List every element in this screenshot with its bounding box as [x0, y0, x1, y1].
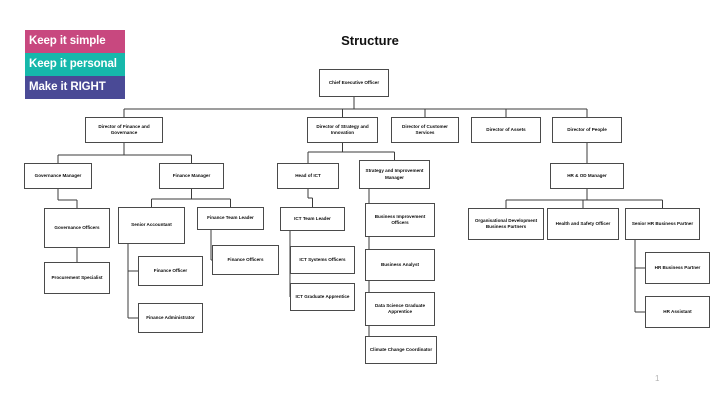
org-node-label: Finance Officers: [227, 256, 264, 262]
org-node-ceo[interactable]: Chief Executive Officer: [319, 69, 389, 97]
org-node-gov_off[interactable]: Governance Officers: [44, 208, 110, 248]
org-node-dir_asset[interactable]: Director of Assets: [471, 117, 541, 143]
org-node-label: Health and Safety Officer: [555, 220, 611, 226]
org-node-label: Governance Manager: [34, 172, 82, 178]
org-node-label: HR Business Partner: [654, 264, 701, 270]
org-node-fin_tl[interactable]: Finance Team Leader: [197, 207, 264, 230]
org-node-ds_grad[interactable]: Data Science Graduate Apprentice: [365, 292, 435, 326]
org-node-dir_people[interactable]: Director of People: [552, 117, 622, 143]
org-node-label: Organisational Development Business Part…: [474, 217, 538, 229]
org-node-label: Director of Finance and Governance: [98, 123, 150, 135]
org-node-climate[interactable]: Climate Change Coordinator: [365, 336, 437, 364]
org-node-label: Governance Officers: [54, 224, 100, 230]
org-node-fin_admin[interactable]: Finance Administrator: [138, 303, 203, 333]
org-node-hr_bp[interactable]: HR Business Partner: [645, 252, 710, 284]
org-node-label: Director of Assets: [486, 126, 526, 132]
org-node-label: Head of ICT: [295, 172, 321, 178]
org-node-ict_grad[interactable]: ICT Graduate Apprentice: [290, 283, 355, 311]
org-node-label: Director of Strategy and Innovation: [316, 123, 369, 135]
org-node-label: ICT Graduate Apprentice: [295, 293, 350, 299]
org-node-label: ICT Team Leader: [294, 215, 331, 221]
org-node-label: Senior Accountant: [131, 222, 172, 228]
org-node-hs_off[interactable]: Health and Safety Officer: [547, 208, 619, 240]
org-node-label: Procurement Specialist: [51, 274, 103, 280]
logo-line-keep-it-simple: Keep it simple: [25, 30, 125, 53]
page-number: 1: [655, 374, 660, 383]
org-node-head_ict[interactable]: Head of ICT: [277, 163, 339, 189]
org-node-fin_offs[interactable]: Finance Officers: [212, 245, 279, 275]
org-node-label: Climate Change Coordinator: [369, 346, 433, 352]
org-node-label: Director of Customer Services: [402, 123, 448, 135]
org-node-label: Business Improvement Officers: [374, 213, 426, 225]
org-node-dir_cust[interactable]: Director of Customer Services: [391, 117, 459, 143]
organisation-logo: Keep it simple Keep it personal Make it …: [25, 30, 125, 99]
org-node-label: Finance Team Leader: [207, 215, 254, 221]
org-node-label: Director of People: [567, 126, 607, 132]
org-node-proc_spec[interactable]: Procurement Specialist: [44, 262, 110, 294]
org-node-bus_anal[interactable]: Business Analyst: [365, 249, 435, 281]
org-node-label: HR & OD Manager: [567, 172, 607, 178]
org-node-label: HR Assistant: [663, 308, 692, 314]
org-node-gov_mgr[interactable]: Governance Manager: [24, 163, 92, 189]
org-node-label: Senior HR Business Partner: [631, 220, 694, 226]
org-node-label: Finance Administrator: [146, 314, 195, 320]
org-node-label: Chief Executive Officer: [328, 79, 380, 85]
org-node-sen_hr_bp[interactable]: Senior HR Business Partner: [625, 208, 700, 240]
org-node-ict_sys[interactable]: ICT Systems Officers: [290, 246, 355, 274]
org-node-hr_od_mgr[interactable]: HR & OD Manager: [550, 163, 624, 189]
org-node-label: Finance Officer: [153, 267, 188, 273]
org-node-label: Finance Manager: [172, 172, 211, 178]
org-node-od_bp[interactable]: Organisational Development Business Part…: [468, 208, 544, 240]
org-node-strat_mgr[interactable]: Strategy and Improvement Manager: [359, 160, 430, 189]
page-title: Structure: [341, 33, 399, 48]
org-node-sen_acct[interactable]: Senior Accountant: [118, 207, 185, 244]
org-node-label: Data Science Graduate Apprentice: [374, 302, 426, 314]
logo-line-keep-it-personal: Keep it personal: [25, 53, 125, 76]
org-node-bus_imp[interactable]: Business Improvement Officers: [365, 203, 435, 237]
org-node-label: ICT Systems Officers: [299, 256, 346, 262]
org-node-label: Business Analyst: [380, 261, 420, 267]
org-node-ict_tl[interactable]: ICT Team Leader: [280, 207, 345, 231]
org-node-dir_fin[interactable]: Director of Finance and Governance: [85, 117, 163, 143]
org-node-fin_mgr[interactable]: Finance Manager: [159, 163, 224, 189]
logo-line-make-it-right: Make it RIGHT: [25, 76, 125, 99]
org-node-hr_asst[interactable]: HR Assistant: [645, 296, 710, 328]
org-node-label: Strategy and Improvement Manager: [365, 168, 424, 180]
org-node-fin_off[interactable]: Finance Officer: [138, 256, 203, 286]
org-node-dir_strat[interactable]: Director of Strategy and Innovation: [307, 117, 378, 143]
